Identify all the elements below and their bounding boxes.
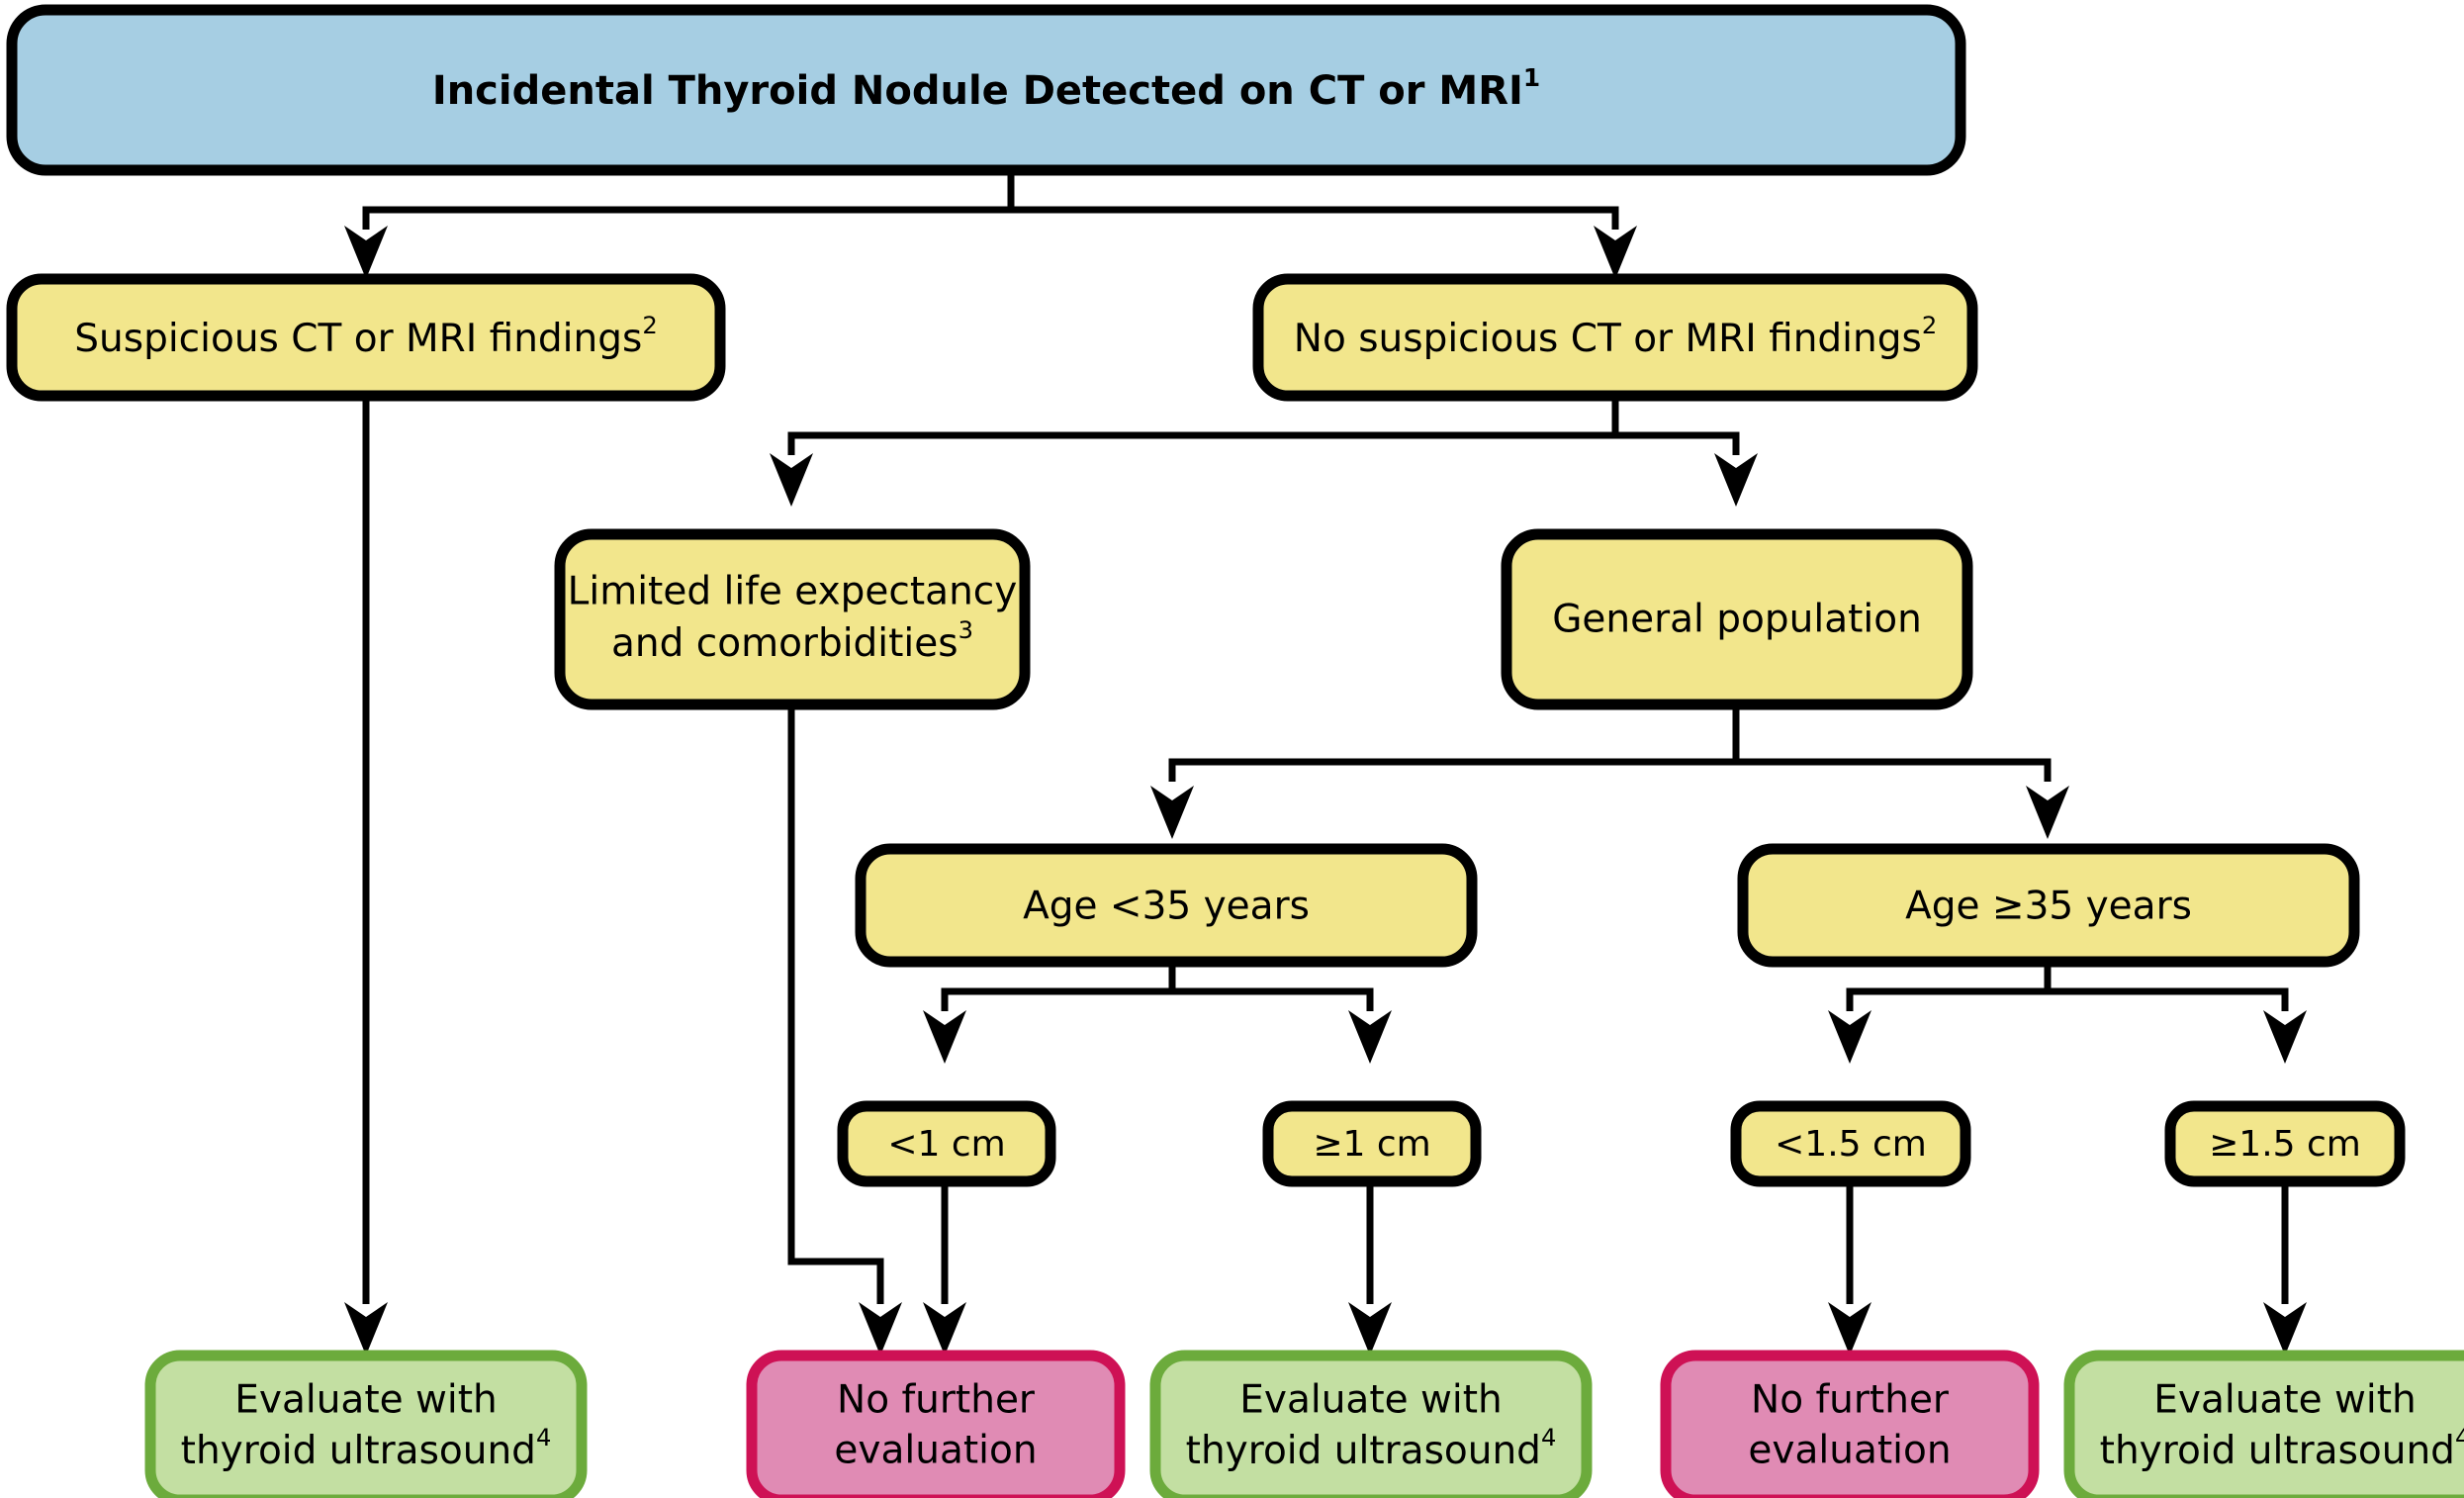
node-size-under-1-5cm-shape (1730, 1100, 1971, 1187)
arrowhead-ge15-to-outcome5 (2263, 1302, 2307, 1356)
node-outcome-ultrasound-2-line1: Evaluate with (1239, 1378, 1503, 1423)
node-age-35-or-over[interactable]: Age ≥35 years (1737, 843, 2360, 968)
node-size-under-1cm[interactable]: <1 cm (837, 1100, 1056, 1187)
node-outcome-ultrasound-2-shape (1149, 1350, 1593, 1498)
node-suspicious-findings[interactable]: Suspicious CT or MRI findings2 (6, 273, 726, 402)
connector-agelt35-to-ge1 (1172, 987, 1374, 1011)
node-root-label: Incidental Thyroid Nodule Detected on CT… (432, 63, 1540, 115)
node-outcome-ultrasound-1-line1: Evaluate with (234, 1378, 498, 1423)
node-outcome-ultrasound-1[interactable]: Evaluate with thyroid ultrasound4 (144, 1350, 588, 1498)
connector-limited-to-outcome2 (787, 704, 884, 1304)
node-size-under-1-5cm-label: <1.5 cm (1775, 1124, 1927, 1165)
node-outcome-no-evaluation-1-line2: evaluation (834, 1429, 1037, 1473)
node-outcome-ultrasound-2[interactable]: Evaluate with thyroid ultrasound4 (1149, 1350, 1593, 1498)
node-outcome-no-evaluation-1-shape (746, 1350, 1126, 1498)
connector-root-to-nosuspicious (1011, 206, 1619, 230)
arrowhead-to-ge15 (2263, 1010, 2307, 1064)
node-size-1cm-or-over-shape (1262, 1100, 1482, 1187)
node-general-shape (1501, 528, 1973, 710)
node-general-population[interactable]: General population (1501, 528, 1973, 710)
node-outcome-ultrasound-3-shape (2063, 1350, 2464, 1498)
node-limited-life-expectancy[interactable]: Limited life expectancy and comorbiditie… (554, 528, 1031, 710)
arrowhead-ge1-to-outcome3 (1348, 1302, 1392, 1356)
node-outcome-no-evaluation-2-line2: evaluation (1748, 1429, 1951, 1473)
arrowhead-to-limited (770, 453, 813, 507)
node-size-under-1-5cm[interactable]: <1.5 cm (1730, 1100, 1971, 1187)
node-age-under-35-label: Age <35 years (1023, 885, 1310, 929)
arrowhead-to-outcome1 (344, 1302, 388, 1356)
node-suspicious-shape (6, 273, 726, 402)
connector-agege35-to-lt15 (1846, 962, 2052, 1011)
node-outcome-no-evaluation-2-shape (1660, 1350, 2040, 1498)
node-size-1-5cm-or-over-label: ≥1.5 cm (2209, 1124, 2361, 1165)
connector-nosusp-to-limited (787, 396, 1619, 455)
node-outcome-no-evaluation-2[interactable]: No further evaluation (1660, 1350, 2040, 1498)
arrowhead-to-ge1 (1348, 1010, 1392, 1064)
arrowhead-lt15-to-outcome4 (1828, 1302, 1871, 1356)
node-age-under-35-shape (855, 843, 1478, 968)
connector-general-to-agege35 (1736, 758, 2052, 782)
connector-root-to-suspicious (362, 170, 1015, 230)
connector-general-to-agelt35 (1168, 704, 1740, 782)
arrowhead-to-lt1 (923, 1010, 966, 1064)
connector-agege35-to-ge15 (2048, 987, 2289, 1011)
connector-nosusp-to-general (1615, 431, 1740, 455)
node-size-1cm-or-over[interactable]: ≥1 cm (1262, 1100, 1482, 1187)
node-limited-label-line1: Limited life expectancy (568, 570, 1018, 614)
arrowhead-to-nosuspicious (1594, 226, 1637, 279)
arrowhead-to-general (1714, 453, 1758, 507)
node-no-suspicious-label: No suspicious CT or MRI findings2 (1294, 312, 1937, 361)
node-size-1cm-or-over-label: ≥1 cm (1313, 1124, 1430, 1165)
node-size-1-5cm-or-over[interactable]: ≥1.5 cm (2164, 1100, 2406, 1187)
arrowhead-to-suspicious (344, 226, 388, 279)
node-outcome-ultrasound-3[interactable]: Evaluate with thyroid ultrasound4 (2063, 1350, 2464, 1498)
node-outcome-ultrasound-3-line1: Evaluate with (2153, 1378, 2417, 1423)
node-outcome-no-evaluation-1[interactable]: No further evaluation (746, 1350, 1126, 1498)
node-outcome-no-evaluation-1-line1: No further (837, 1378, 1036, 1423)
connector-layer (344, 170, 2307, 1356)
arrowhead-lt1-to-outcome2 (923, 1302, 966, 1356)
node-outcome-ultrasound-3-line2: thyroid ultrasound4 (2100, 1424, 2464, 1473)
arrowhead-to-agelt35 (1150, 786, 1194, 839)
node-size-under-1cm-shape (837, 1100, 1056, 1187)
node-size-under-1cm-label: <1 cm (887, 1124, 1005, 1165)
node-outcome-no-evaluation-2-line1: No further (1751, 1378, 1950, 1423)
node-age-35-or-over-shape (1737, 843, 2360, 968)
node-age-35-or-over-label: Age ≥35 years (1905, 885, 2192, 929)
node-general-label: General population (1552, 598, 1922, 642)
arrowhead-to-lt15 (1828, 1010, 1871, 1064)
connector-agelt35-to-lt1 (941, 962, 1176, 1011)
node-outcome-ultrasound-2-line2: thyroid ultrasound4 (1186, 1424, 1557, 1473)
node-age-under-35[interactable]: Age <35 years (855, 843, 1478, 968)
node-limited-label-line2: and comorbidities3 (611, 616, 973, 666)
node-suspicious-label: Suspicious CT or MRI findings2 (74, 312, 657, 361)
node-size-1-5cm-or-over-shape (2164, 1100, 2406, 1187)
node-limited-shape (554, 528, 1031, 710)
arrowhead-limited-to-outcome2 (859, 1302, 902, 1356)
node-root[interactable]: Incidental Thyroid Nodule Detected on CT… (6, 4, 1966, 176)
arrowhead-to-agege35 (2026, 786, 2069, 839)
node-root-shape (6, 4, 1966, 176)
node-outcome-ultrasound-1-line2: thyroid ultrasound4 (181, 1424, 552, 1473)
node-no-suspicious-shape (1252, 273, 1978, 402)
node-outcome-ultrasound-1-shape (144, 1350, 588, 1498)
node-no-suspicious-findings[interactable]: No suspicious CT or MRI findings2 (1252, 273, 1978, 402)
